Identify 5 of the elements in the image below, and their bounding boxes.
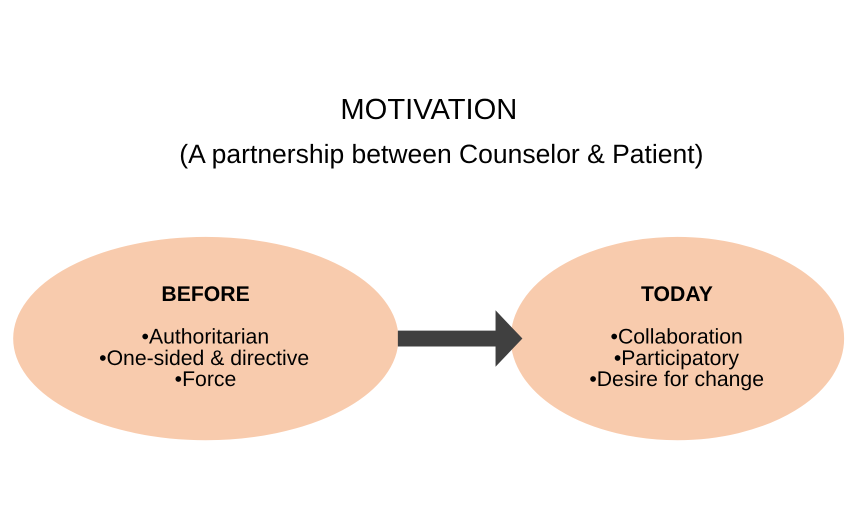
node-ellipse: TODAY •Collaboration •Participatory •Desire for change: [510, 236, 844, 440]
arrow: [398, 310, 522, 366]
node-ellipse: BEFORE •Authoritarian •One-sided & directive •Force: [13, 236, 398, 440]
label: (A partnership between Counselor & Patient): [179, 138, 704, 169]
diagram-title: MOTIVATION: [340, 93, 518, 126]
